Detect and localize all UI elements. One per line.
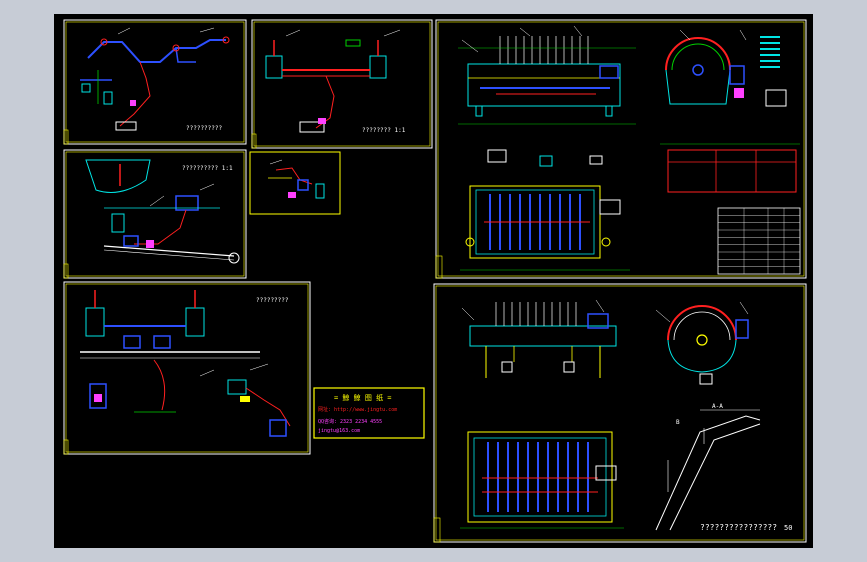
- sheet-system-flow[interactable]: ?????????: [63, 281, 311, 455]
- stamp-site: 网址: http://www.jingtu.com: [318, 406, 397, 413]
- stamp-box[interactable]: = 鲸 鲸 图 纸 = 网址: http://www.jingtu.com QQ…: [313, 387, 425, 439]
- sheet-piping-plan[interactable]: ??????????: [63, 19, 247, 145]
- sheet-3-title: ?????????? 1:1: [182, 165, 233, 172]
- leader-lines: [461, 25, 749, 323]
- sheet-filter-press-details[interactable]: A-A B ???????????????? 50: [433, 283, 807, 543]
- sheet-1-title: ??????????: [186, 125, 223, 132]
- sheet-4-title: ?????????: [256, 297, 289, 304]
- sheet-6-scale: 50: [784, 524, 792, 532]
- sheet-filter-press-assembly[interactable]: [435, 19, 807, 279]
- section-label: A-A: [712, 403, 723, 410]
- side-label: B: [676, 419, 680, 426]
- sheet-2-title: ???????? 1:1: [362, 127, 406, 134]
- stamp-mail: jingtu@163.com: [318, 428, 360, 434]
- sheet-valve-detail[interactable]: [249, 151, 341, 215]
- sheet-6-title: ????????????????: [700, 523, 777, 532]
- sheet-pool-layout[interactable]: ?????????? 1:1: [63, 149, 247, 279]
- stamp-heading: = 鲸 鲸 图 纸 =: [334, 393, 392, 402]
- stamp-qq: QQ咨询: 2323 2234 4555: [318, 418, 382, 425]
- sheet-tank-section[interactable]: ???????? 1:1: [251, 19, 433, 149]
